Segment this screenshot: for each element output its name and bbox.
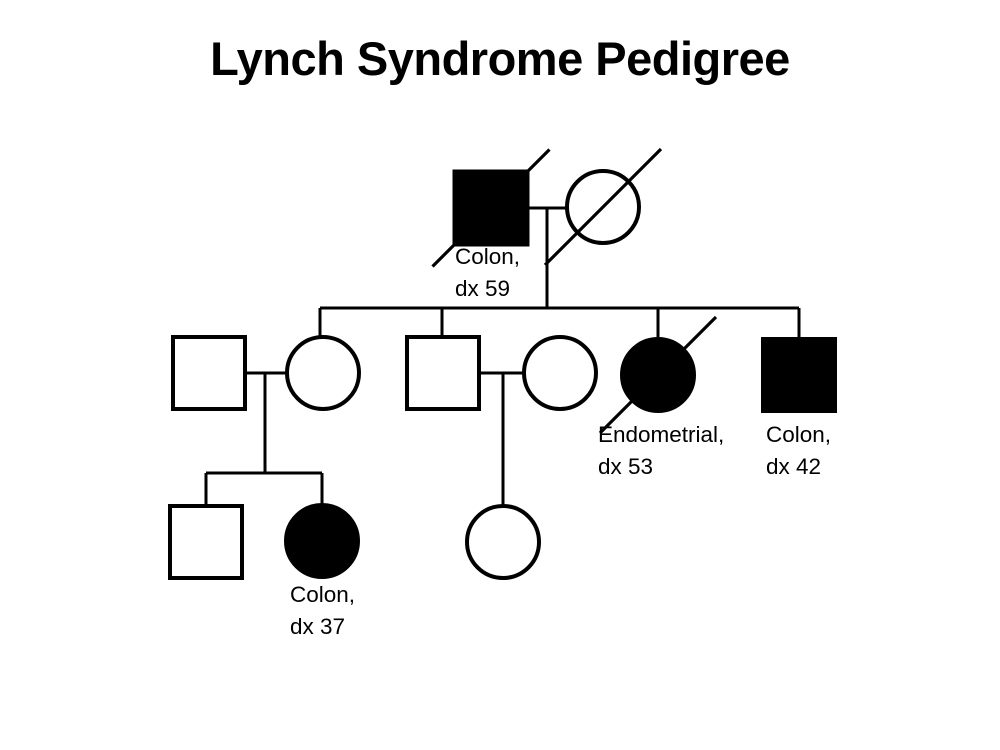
unaffected-male-square-III-1[interactable] [168,504,244,580]
diagnosis-label-line: Endometrial, [598,422,724,447]
diagnosis-label-line: dx 37 [290,614,345,639]
unaffected-male-square-II-1[interactable] [171,335,247,411]
diagnosis-label-III-2: Colon, dx 37 [290,582,355,639]
unaffected-male-square-II-3[interactable] [405,335,481,411]
unaffected-female-circle-II-4[interactable] [522,335,598,411]
affected-female-circle-III-2[interactable] [284,503,360,579]
page-title: Lynch Syndrome Pedigree [210,32,790,85]
diagnosis-label-line: dx 59 [455,276,510,301]
deceased-slash-I-2 [543,147,663,267]
affected-male-square-II-6[interactable] [761,337,837,413]
connector-lines [204,206,801,506]
diagnosis-label-line: Colon, [290,582,355,607]
pedigree-symbols [168,147,837,580]
unaffected-female-circle-III-3[interactable] [465,504,541,580]
deceased-slash-II-5 [598,315,718,435]
diagnosis-label-line: Colon, [455,244,520,269]
unaffected-female-circle-II-2[interactable] [285,335,361,411]
diagnosis-label-line: dx 42 [766,454,821,479]
diagnosis-label-line: Colon, [766,422,831,447]
deceased-slash-I-1 [431,148,551,268]
diagnosis-label-II-6: Colon, dx 42 [766,422,831,479]
diagnosis-label-II-5: Endometrial, dx 53 [598,422,724,479]
diagnosis-label-I-1: Colon, dx 59 [455,244,520,301]
diagnosis-label-line: dx 53 [598,454,653,479]
